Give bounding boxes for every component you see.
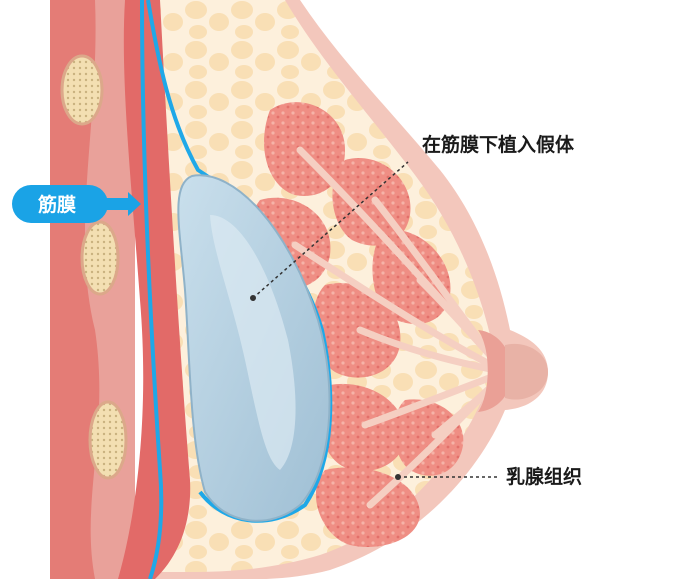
nipple xyxy=(505,343,548,400)
fascia-label-text: 筋膜 xyxy=(38,193,76,216)
areola xyxy=(478,330,512,412)
muscle-band-outer xyxy=(50,0,100,579)
gland-pointer-dot xyxy=(395,474,401,480)
ribs xyxy=(60,54,128,480)
implant-pointer-dot xyxy=(250,295,256,301)
pectoral-muscle xyxy=(118,0,191,579)
fascia-line xyxy=(140,0,164,579)
gland-label: 乳腺组织 xyxy=(506,465,582,488)
fascia-arrow-icon xyxy=(106,192,141,216)
implant-highlight xyxy=(210,215,296,470)
fascia-label: 筋膜 xyxy=(12,185,141,223)
implant-label: 在筋膜下植入假体 xyxy=(422,133,575,156)
implant-pointer-line xyxy=(252,161,409,299)
fascia-label-pill xyxy=(12,185,108,223)
gland-lobes xyxy=(249,102,464,547)
